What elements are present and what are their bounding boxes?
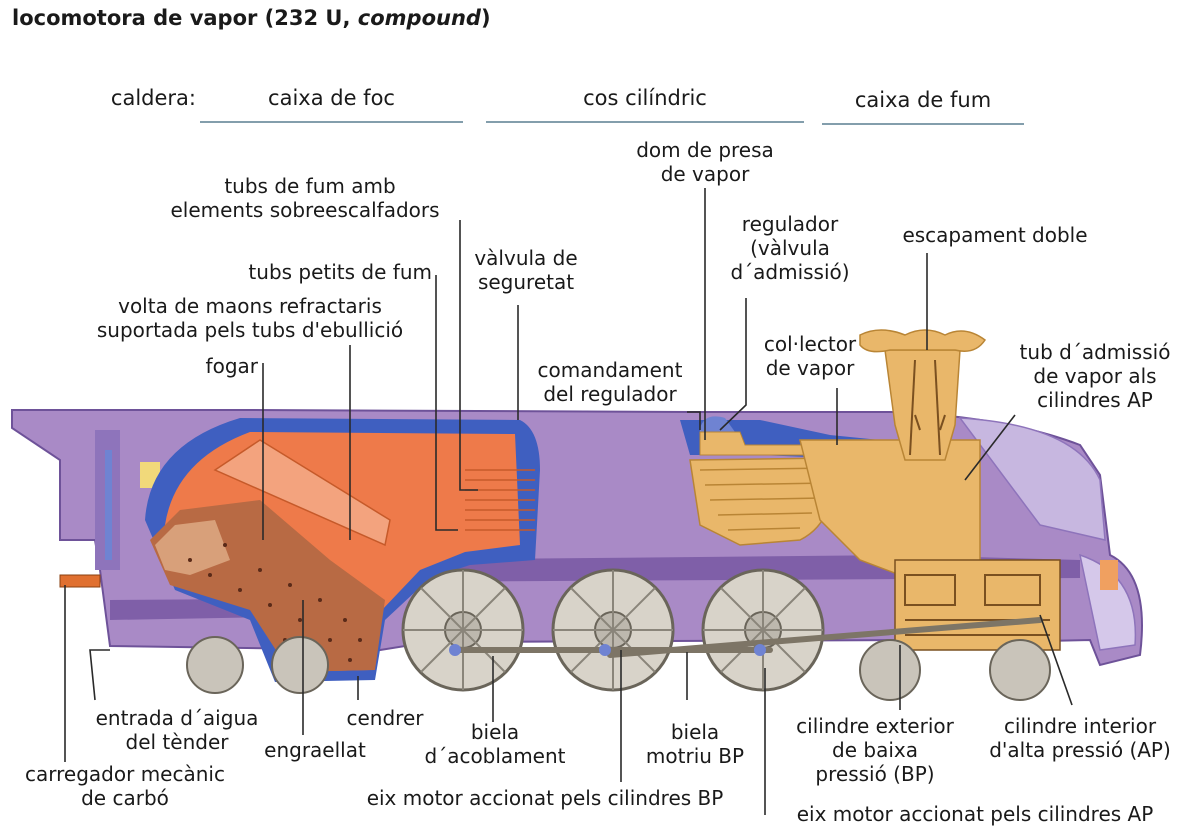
label-regulador-line2: (vàlvula [750, 236, 830, 260]
section-cos-cilindric: cos cilíndric [583, 86, 707, 110]
boiler-section-rules [200, 121, 1024, 125]
label-dom-line1: dom de presa [636, 138, 774, 162]
coupling-rods [452, 617, 1043, 658]
rod-pins [449, 644, 766, 656]
section-caixa-de-foc: caixa de foc [268, 86, 395, 110]
label-tub-admissio-line3: cilindres AP [1037, 388, 1153, 412]
label-tubs-petits: tubs petits de fum [248, 260, 432, 284]
label-valvula-line2: seguretat [477, 270, 575, 294]
label-regulador-line3: d´admissió) [730, 260, 850, 284]
label-comandament-line2: del regulador [543, 382, 677, 406]
label-engraellat: engraellat [264, 738, 366, 762]
label-biela-acoblament-line2: d´acoblament [424, 744, 566, 768]
label-collector-line2: de vapor [765, 356, 855, 380]
label-biela-motriu-line1: biela [670, 720, 720, 744]
label-collector-line1: col·lector [763, 332, 857, 356]
section-caixa-de-fum: caixa de fum [854, 88, 992, 112]
label-carregador-line1: carregador mecànic [25, 762, 225, 786]
label-biela-acoblament-line1: biela [470, 720, 520, 744]
steam-circuit [680, 329, 1061, 651]
title-close: ) [480, 6, 491, 30]
label-cilindre-exterior-line3: pressió (BP) [815, 762, 935, 786]
label-cilindre-interior-line2: d'alta pressió (AP) [989, 738, 1171, 762]
label-eix-motor-bp: eix motor accionat pels cilindres BP [366, 786, 724, 810]
label-biela-motriu-line2: motriu BP [645, 744, 745, 768]
label-tubs-fum-line2: elements sobreescalfadors [170, 198, 440, 222]
label-carregador-line2: de carbó [81, 786, 169, 810]
title-main: locomotora de vapor (232 U, [12, 6, 358, 30]
title-italic: compound [357, 6, 481, 30]
label-entrada-line1: entrada d´aigua [95, 706, 259, 730]
coal-feeder [59, 574, 101, 588]
small-wheels [186, 636, 1051, 701]
label-cilindre-interior-line1: cilindre interior [1003, 714, 1157, 738]
wheel-spokes [403, 570, 823, 690]
label-tubs-fum-line1: tubs de fum amb [224, 174, 396, 198]
label-cilindre-exterior-line1: cilindre exterior [796, 714, 954, 738]
label-cilindre-exterior-line2: de baixa [832, 738, 918, 762]
label-tub-admissio-line2: de vapor als [1033, 364, 1157, 388]
caldera-heading: caldera: [110, 86, 196, 110]
label-eix-motor-ap: eix motor accionat pels cilindres AP [796, 802, 1154, 826]
label-valvula-line1: vàlvula de [474, 246, 578, 270]
leader-lines [64, 188, 1073, 815]
diagram-title: locomotora de vapor (232 U, compound) [12, 6, 491, 30]
label-dom-line2: de vapor [660, 162, 750, 186]
label-entrada-line2: del tènder [125, 730, 229, 754]
label-escapament: escapament doble [902, 223, 1088, 247]
label-tub-admissio-line1: tub d´admissió [1019, 340, 1171, 364]
label-volta-line2: suportada pels tubs d'ebullició [96, 318, 404, 342]
firebox [145, 418, 540, 682]
label-comandament-line1: comandament [537, 358, 683, 382]
label-volta-line1: volta de maons refractaris [118, 294, 382, 318]
label-fogar: fogar [205, 354, 258, 378]
label-regulador-line1: regulador [741, 212, 839, 236]
label-cendrer: cendrer [346, 706, 424, 730]
